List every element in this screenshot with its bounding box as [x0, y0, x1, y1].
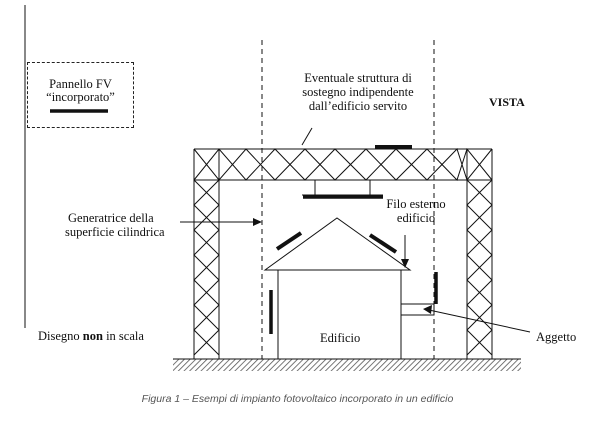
figure-caption: Figura 1 – Esempi di impianto fotovoltai…: [141, 393, 454, 405]
label-edificio: Edificio: [320, 331, 361, 345]
building: [263, 217, 412, 360]
pv-panel-roof-right: [368, 233, 398, 254]
label-filo-esterno-line-1: Filo esterno: [386, 197, 446, 211]
legend-line-1: Pannello FV: [49, 77, 112, 91]
label-filo-esterno-line-2: edificio: [396, 211, 436, 225]
label-generatrice-line-1: Generatrice della: [68, 211, 154, 225]
label-struttura-line-2: sostegno indipendente: [302, 85, 414, 99]
right-truss: [466, 149, 493, 359]
label-struttura-line-3: dall’edificio servito: [308, 99, 408, 113]
ground: [173, 359, 521, 371]
pv-panel-roof-left: [275, 231, 303, 251]
label-disegno-non-in-scala: Disegno non in scala: [38, 329, 144, 344]
left-truss: [193, 149, 220, 359]
label-struttura-line-1: Eventuale struttura di: [304, 71, 412, 85]
arrow-aggetto: [428, 309, 531, 333]
label-disegno-post: in scala: [102, 329, 144, 343]
hanging-bracket: [302, 180, 383, 196]
label-disegno-bold: non: [82, 329, 103, 343]
label-vista: VISTA: [489, 95, 525, 109]
legend-box: [27, 62, 134, 128]
legend-line-2: “incorporato”: [46, 90, 115, 104]
label-generatrice-line-2: superficie cilindrica: [65, 225, 165, 239]
label-disegno-pre: Disegno: [38, 329, 83, 343]
top-truss-beam: [193, 147, 493, 182]
arrow-filo-esterno-head: [401, 259, 409, 268]
label-aggetto: Aggetto: [536, 330, 577, 344]
arrow-aggetto-head: [423, 305, 432, 314]
arrow-generatrice-head: [253, 218, 262, 226]
arrow-struttura: [301, 127, 313, 146]
overhang: [400, 303, 435, 316]
